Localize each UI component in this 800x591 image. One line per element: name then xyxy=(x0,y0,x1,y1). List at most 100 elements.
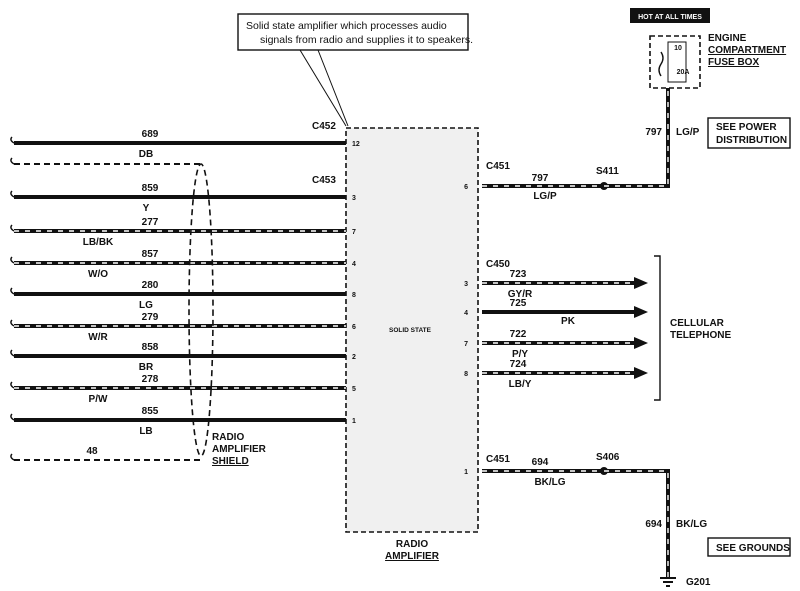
ground-pin: 1 xyxy=(464,469,468,476)
wire-color-code: DB xyxy=(139,149,153,160)
power-vertical-color: LG/P xyxy=(676,127,700,138)
wire-end-icon xyxy=(10,256,15,264)
wire-pin: 2 xyxy=(352,354,356,361)
wire-circuit-number: 859 xyxy=(142,183,159,194)
left-wire-11: 48 xyxy=(10,446,200,461)
fuse-box-name-1: ENGINE xyxy=(708,33,747,44)
fuse-icon xyxy=(658,51,664,77)
wire-circuit-number: 280 xyxy=(142,280,159,291)
wire-color-code: LB/BK xyxy=(83,237,114,248)
wire-color-code: BR xyxy=(139,362,154,373)
solid-state-label: SOLID STATE xyxy=(389,327,432,334)
connector-c450: C450 xyxy=(486,259,510,270)
fuse-box-name-3: FUSE BOX xyxy=(708,57,759,68)
callout-line-1: Solid state amplifier which processes au… xyxy=(246,20,447,32)
cellular-bracket xyxy=(654,255,661,401)
wire-color-code: LB xyxy=(139,426,152,437)
cellular-label-2: TELEPHONE xyxy=(670,330,731,341)
wire-end-icon xyxy=(10,190,15,198)
wire-end-icon xyxy=(10,381,15,389)
cellular-circuit-number: 723 xyxy=(510,269,527,280)
power-circuit: 6 S411 797 LG/P 797 LG/P SEE POWER DISTR… xyxy=(464,88,791,202)
callout: Solid state amplifier which processes au… xyxy=(237,13,473,127)
splice-s411: S411 xyxy=(596,166,619,177)
ground-circuit-number: 694 xyxy=(532,457,549,468)
wire-end-icon xyxy=(10,319,15,327)
connector-c453: C453 xyxy=(312,175,336,186)
amplifier-name-1: RADIO xyxy=(396,539,428,550)
fuse-box: HOT AT ALL TIMES 10 20A ENGINE COMPARTME… xyxy=(630,8,786,89)
left-wire-2 xyxy=(10,157,200,165)
wire-color-code: W/O xyxy=(88,269,108,280)
wire-circuit-number: 858 xyxy=(142,342,159,353)
wire-end-icon xyxy=(10,287,15,295)
wire-end-icon xyxy=(10,157,15,165)
left-wires: 689DB12859Y3277LB/BK7857W/O4280LG8279W/R… xyxy=(10,129,360,461)
wire-circuit-number: 689 xyxy=(142,129,159,140)
wire-color-code: P/W xyxy=(89,394,108,405)
wire-end-icon xyxy=(10,413,15,421)
shield-ellipse xyxy=(188,163,214,457)
cellular-wire-color: LB/Y xyxy=(509,379,532,390)
wire-circuit-number: 857 xyxy=(142,249,159,260)
cellular-pin: 7 xyxy=(464,341,468,348)
splice-s406: S406 xyxy=(596,452,620,463)
wire-pin: 3 xyxy=(352,195,356,202)
wire-end-icon xyxy=(10,453,15,461)
wire-end-icon xyxy=(10,349,15,357)
wire-pin: 12 xyxy=(352,141,360,148)
arrow-right-icon xyxy=(634,337,648,349)
wire-color-code: LG xyxy=(139,300,153,311)
arrow-right-icon xyxy=(634,367,648,379)
wire-circuit-number: 278 xyxy=(142,374,159,385)
ground-wire-color: BK/LG xyxy=(534,477,565,488)
wire-pin: 1 xyxy=(352,418,356,425)
cellular-label-1: CELLULAR xyxy=(670,318,725,329)
shield-name-2: AMPLIFIER xyxy=(212,444,267,455)
cellular-circuit-number: 724 xyxy=(510,359,527,370)
wire-color-code: Y xyxy=(143,203,150,214)
arrow-right-icon xyxy=(634,277,648,289)
wire-pin: 8 xyxy=(352,292,356,299)
wire-circuit-number: 855 xyxy=(142,406,159,417)
wire-circuit-number: 277 xyxy=(142,217,159,228)
cellular-wire-color: P/Y xyxy=(512,349,528,360)
power-ref-2: DISTRIBUTION xyxy=(716,135,787,146)
power-wire-color: LG/P xyxy=(533,191,557,202)
callout-line-2: signals from radio and supplies it to sp… xyxy=(260,34,473,46)
wire-color-code: W/R xyxy=(88,332,108,343)
wire-circuit-number: 48 xyxy=(86,446,98,457)
cellular-wire-color: PK xyxy=(561,316,576,327)
ground-circuit: 1 S406 694 BK/LG 694 BK/LG SEE GROUNDS G… xyxy=(464,452,791,588)
power-vertical-circuit: 797 xyxy=(645,127,662,138)
cellular-pin: 4 xyxy=(464,310,468,317)
cellular-circuit-number: 725 xyxy=(510,298,527,309)
shield-name-1: RADIO xyxy=(212,432,244,443)
connector-c451-top: C451 xyxy=(486,161,510,172)
wire-end-icon xyxy=(10,224,15,232)
wire-pin: 6 xyxy=(352,324,356,331)
connector-c452: C452 xyxy=(312,121,336,132)
cellular-pin: 3 xyxy=(464,281,468,288)
power-ref-1: SEE POWER xyxy=(716,122,777,133)
hot-at-all-times-label: HOT AT ALL TIMES xyxy=(638,14,702,21)
connector-c451-bottom: C451 xyxy=(486,454,510,465)
cellular-circuit-number: 722 xyxy=(510,329,527,340)
amplifier-name-2: AMPLIFIER xyxy=(385,551,440,562)
fuse-rating: 20A xyxy=(677,69,690,76)
ground-vertical-color: BK/LG xyxy=(676,519,707,530)
arrow-right-icon xyxy=(634,306,648,318)
